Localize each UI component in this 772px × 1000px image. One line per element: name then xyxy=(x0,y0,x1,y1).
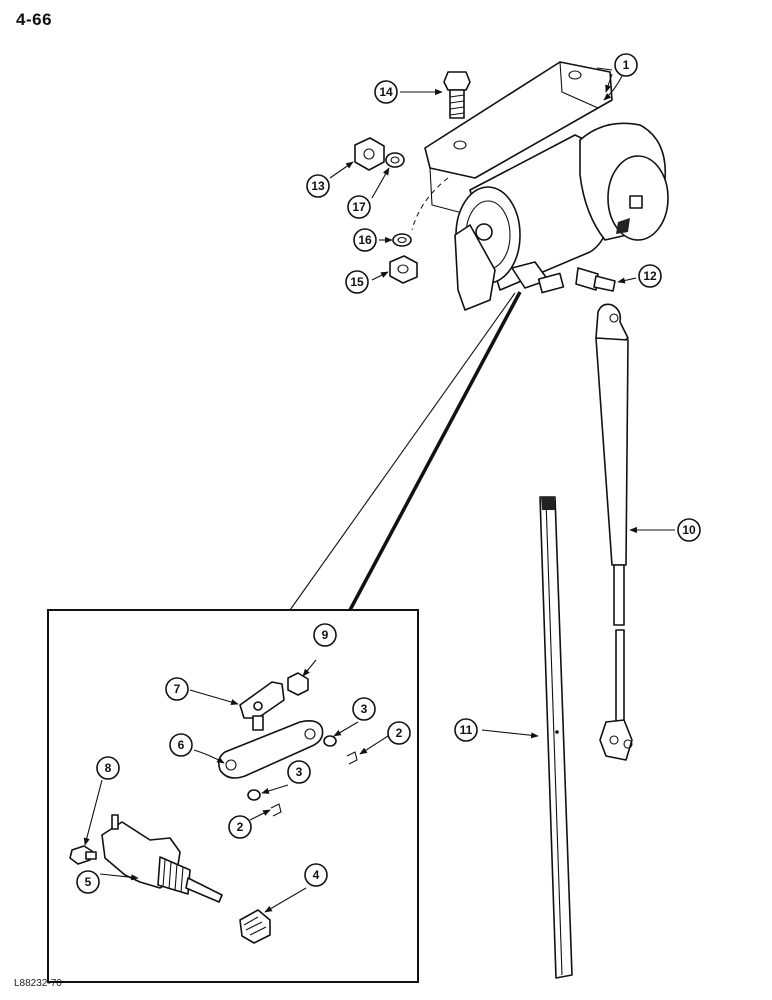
detail-inset xyxy=(47,291,522,983)
svg-text:16: 16 xyxy=(358,233,372,247)
callout-1: 1 xyxy=(614,53,638,77)
svg-text:1: 1 xyxy=(623,58,630,72)
callout-4: 4 xyxy=(304,863,328,887)
wiper-motor-assembly xyxy=(411,61,669,311)
leader-lines xyxy=(83,67,675,913)
callout-6: 6 xyxy=(169,733,193,757)
callout-3a: 3 xyxy=(352,697,376,721)
lockwasher-17 xyxy=(385,152,405,168)
nut-13 xyxy=(354,137,385,171)
svg-text:13: 13 xyxy=(311,179,325,193)
svg-text:17: 17 xyxy=(352,200,366,214)
page-number: 4-66 xyxy=(16,10,53,29)
callout-10: 10 xyxy=(677,518,701,542)
callout-2a: 2 xyxy=(387,721,411,745)
callout-5: 5 xyxy=(76,870,100,894)
svg-text:3: 3 xyxy=(361,702,368,716)
callout-15: 15 xyxy=(345,270,369,294)
bolt-14 xyxy=(443,71,471,119)
callout-8: 8 xyxy=(96,756,120,780)
callout-9: 9 xyxy=(313,623,337,647)
svg-text:10: 10 xyxy=(682,523,696,537)
svg-text:4: 4 xyxy=(313,868,320,882)
svg-text:3: 3 xyxy=(296,765,303,779)
svg-text:15: 15 xyxy=(350,275,364,289)
svg-text:2: 2 xyxy=(237,820,244,834)
bolt-12 xyxy=(575,267,616,292)
mounting-bracket xyxy=(424,61,613,179)
wiper-blade xyxy=(539,496,573,979)
svg-text:9: 9 xyxy=(322,628,329,642)
callout-7: 7 xyxy=(165,677,189,701)
svg-text:2: 2 xyxy=(396,726,403,740)
callout-11: 11 xyxy=(454,718,478,742)
svg-text:11: 11 xyxy=(460,723,473,737)
svg-text:5: 5 xyxy=(85,875,92,889)
callout-14: 14 xyxy=(374,80,398,104)
svg-text:14: 14 xyxy=(379,85,393,99)
callout-16: 16 xyxy=(353,228,377,252)
callout-2b: 2 xyxy=(228,815,252,839)
svg-text:12: 12 xyxy=(643,269,657,283)
svg-text:6: 6 xyxy=(178,738,185,752)
callout-17: 17 xyxy=(347,195,371,219)
svg-text:7: 7 xyxy=(174,682,181,696)
figure-code: L88232-70 xyxy=(14,978,62,989)
nut-15 xyxy=(389,255,418,284)
svg-text:8: 8 xyxy=(105,761,112,775)
wiper-arm xyxy=(595,303,633,761)
callout-3b: 3 xyxy=(287,760,311,784)
lockwasher-16 xyxy=(392,233,412,247)
callout-12: 12 xyxy=(638,264,662,288)
side-plate xyxy=(454,224,496,311)
callout-13: 13 xyxy=(306,174,330,198)
